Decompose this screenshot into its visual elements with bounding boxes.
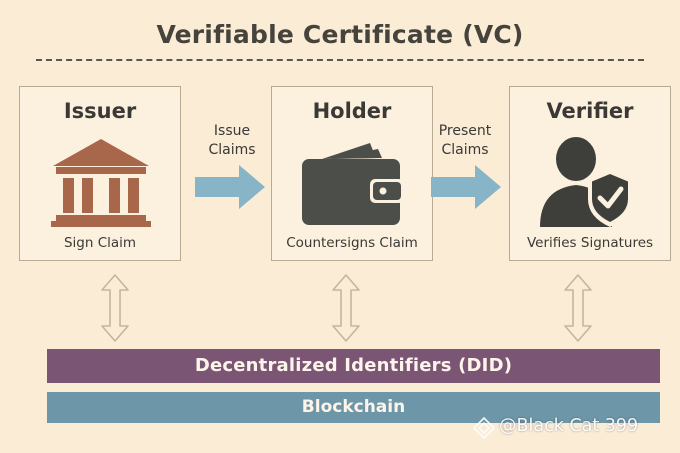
- issue-claims-label: Issue Claims: [192, 122, 272, 160]
- holder-title: Holder: [312, 99, 392, 123]
- present-claims-line2: Claims: [441, 142, 489, 158]
- verifier-caption: Verifies Signatures: [526, 235, 654, 251]
- issue-claims-line2: Claims: [208, 142, 256, 158]
- present-claims-line1: Present: [438, 123, 492, 139]
- holder-caption: Countersigns Claim: [286, 235, 418, 251]
- holder-box: Holder Countersigns Claim: [271, 86, 433, 261]
- diagram-title: Verifiable Certificate (VC): [156, 20, 524, 49]
- issuer-title: Issuer: [63, 99, 137, 123]
- issuer-caption: Sign Claim: [63, 235, 137, 251]
- present-claims-label: Present Claims: [425, 122, 505, 160]
- issue-claims-arrow: [195, 163, 267, 215]
- title-divider: [36, 59, 644, 61]
- watermark-text: @Black Cat 399: [499, 416, 639, 436]
- verifier-title: Verifier: [546, 99, 634, 123]
- bank-building-icon: [20, 137, 180, 227]
- did-layer-band: Decentralized Identifiers (DID): [47, 349, 660, 383]
- issuer-did-link-arrow: [100, 274, 130, 346]
- verifier-did-link-arrow: [563, 274, 593, 346]
- wallet-icon: [272, 137, 432, 227]
- issuer-box: Issuer Sign Claim: [19, 86, 181, 261]
- present-claims-arrow: [431, 163, 503, 215]
- issue-claims-line1: Issue: [213, 123, 251, 139]
- watermark-logo-icon: [472, 416, 496, 440]
- person-shield-check-icon: [510, 137, 670, 227]
- verifier-box: Verifier Verifies Signatures: [509, 86, 671, 261]
- holder-did-link-arrow: [331, 274, 361, 346]
- blockchain-layer-band: Blockchain: [47, 392, 660, 423]
